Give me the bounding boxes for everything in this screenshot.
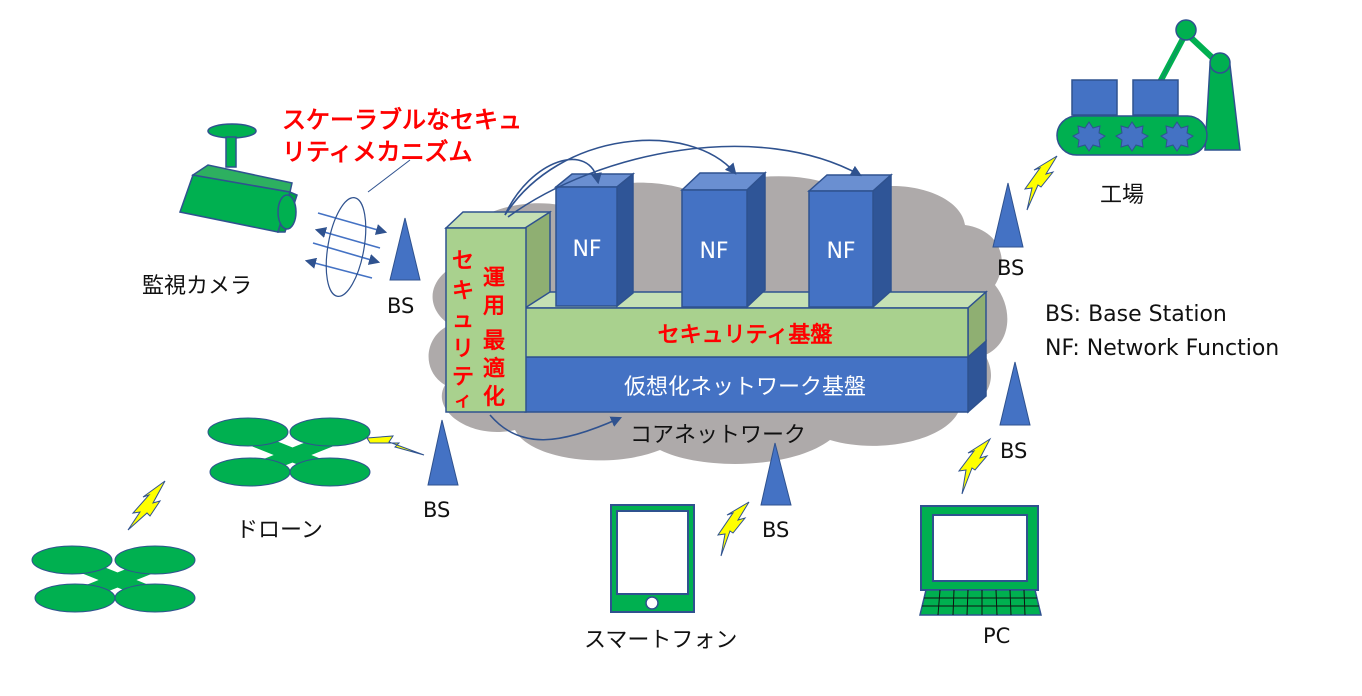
bs-label-pc: BS — [1000, 439, 1027, 463]
ops-char: ュ — [452, 308, 474, 333]
security-platform-label: セキュリティ基盤 — [658, 322, 834, 348]
lightning-icon-drone-bs — [366, 435, 425, 456]
camera-signal-arrows — [304, 197, 388, 297]
nf-label-3: NF — [826, 239, 855, 264]
virtualization-platform — [524, 339, 987, 414]
ops-char: 化 — [483, 384, 505, 410]
ops-char: 運 — [483, 266, 505, 291]
ops-char: テ — [452, 365, 474, 390]
security-ops-column — [444, 210, 552, 413]
bs-label-drone: BS — [423, 498, 450, 522]
lightning-icon-drones — [127, 480, 166, 531]
base-station-drone — [427, 419, 459, 486]
camera-icon — [179, 123, 298, 233]
drone-icon-2 — [31, 545, 196, 613]
bs-label-camera: BS — [387, 294, 414, 318]
nf-label-1: NF — [572, 237, 601, 262]
control-arrows — [489, 139, 862, 441]
base-station-smartphone — [760, 442, 792, 506]
camera-label: 監視カメラ — [142, 274, 252, 299]
legend-nf: NF: Network Function — [1045, 336, 1279, 361]
ops-char: キ — [452, 279, 474, 304]
nf-box-1 — [553, 172, 636, 308]
lightning-icon-pc-bs — [957, 437, 992, 495]
pc-label: PC — [983, 624, 1010, 648]
drone-icon-1 — [207, 417, 371, 487]
ops-char: 適 — [483, 356, 505, 382]
scalable-security-annotation-line1: スケーラブルなセキュ — [282, 106, 522, 134]
ops-char: ィ — [454, 390, 472, 411]
ops-char: セ — [452, 249, 474, 274]
virtualization-platform-label: 仮想化ネットワーク基盤 — [624, 375, 866, 400]
scalable-security-annotation-line2: リティメカニズム — [282, 138, 473, 166]
ops-char: リ — [452, 337, 474, 362]
arrow-to-nf-2 — [504, 139, 737, 216]
arrow-to-platform — [489, 414, 623, 441]
factory-label: 工場 — [1100, 183, 1144, 208]
core-network-label: コアネットワーク — [630, 423, 806, 448]
lightning-icon-factory-bs — [1023, 155, 1058, 211]
factory-icon — [1056, 19, 1241, 156]
bs-label-smartphone: BS — [762, 518, 789, 542]
security-ops-text-col1: セ キ ュ リ テ ィ — [452, 249, 474, 411]
pc-icon — [919, 505, 1042, 616]
base-station-camera — [389, 217, 421, 281]
nf-box-3 — [807, 173, 893, 309]
nf-label-2: NF — [699, 239, 728, 264]
ops-char: 用 — [483, 294, 505, 319]
bs-label-factory: BS — [997, 256, 1024, 280]
ops-char: 最 — [483, 329, 506, 354]
smartphone-icon — [610, 504, 695, 613]
annotation-leader-line — [367, 159, 411, 193]
drone-label: ドローン — [236, 518, 323, 543]
base-station-factory — [992, 182, 1024, 248]
lightning-icon-smartphone-bs — [716, 501, 750, 557]
arrow-to-nf-1 — [504, 158, 602, 216]
arrow-to-nf-3 — [507, 145, 862, 218]
smartphone-label: スマートフォン — [584, 628, 737, 653]
nf-box-2 — [680, 171, 767, 309]
security-ops-text-col2: 運 用 最 適 化 — [483, 266, 506, 410]
base-station-pc — [999, 361, 1031, 426]
legend-bs: BS: Base Station — [1045, 302, 1227, 327]
